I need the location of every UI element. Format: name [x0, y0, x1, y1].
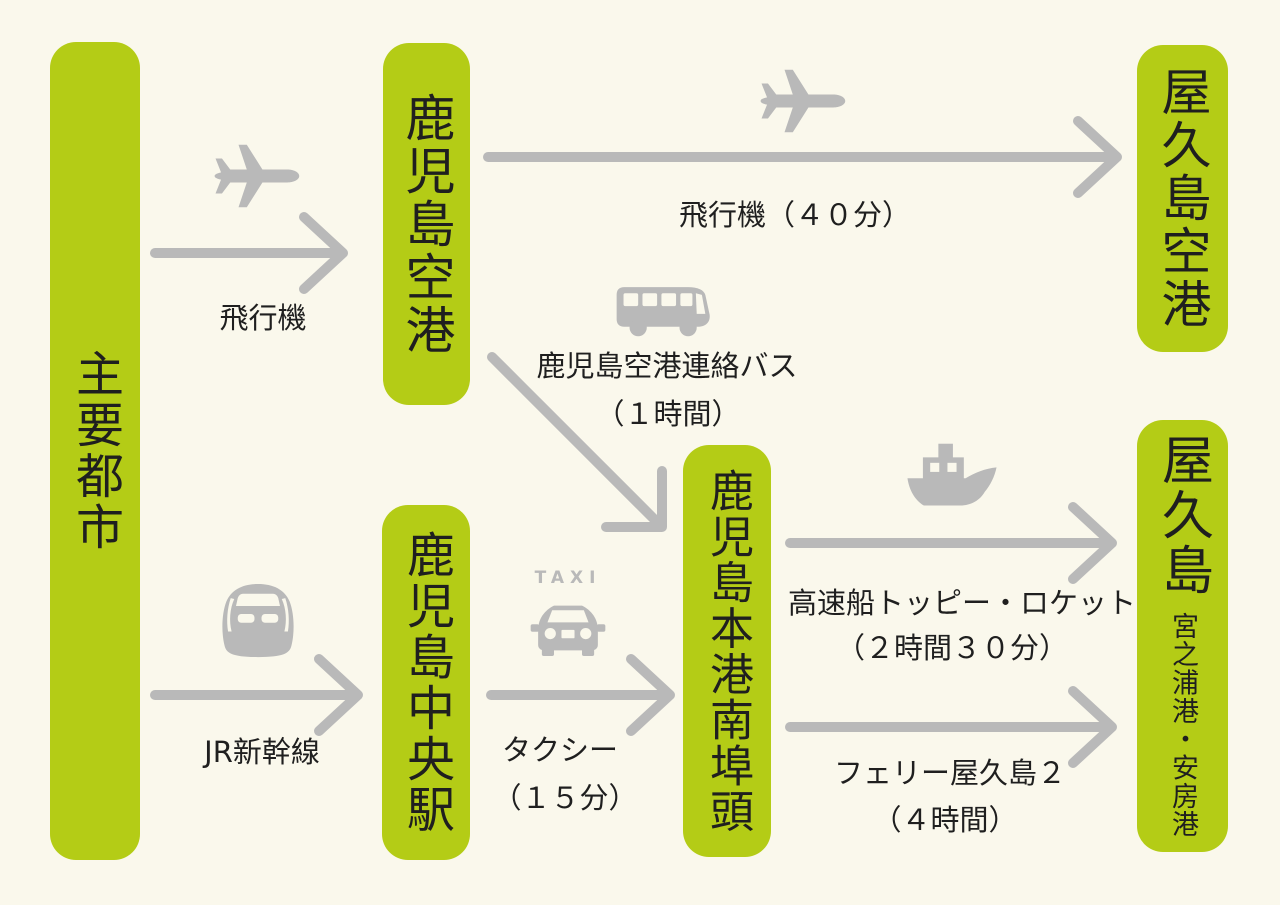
node-kagoshima-chuo-station: 鹿児島中央駅 [382, 505, 470, 860]
bus-icon [616, 287, 710, 337]
taxi-sign-label: TAXI [534, 568, 602, 588]
node-yakushima-label: 屋久島 [1152, 432, 1213, 599]
arrow-ferry [785, 686, 1117, 768]
label-flight-to-kagoshima: 飛行機 [219, 301, 307, 335]
label-ferry: フェリー屋久島２ [833, 756, 1067, 790]
arrow-airport-bus [487, 352, 667, 532]
node-major-cities: 主要都市 [50, 42, 140, 860]
label-ferry-duration: （４時間） [872, 803, 1018, 837]
arrow-flight-to-yakushima [483, 116, 1122, 198]
label-airport-bus-duration: （１時間） [595, 397, 741, 431]
airplane-icon [214, 144, 300, 208]
node-yakushima-airport-label: 屋久島空港 [1153, 66, 1212, 331]
airplane-icon [760, 69, 846, 133]
node-kagoshima-airport: 鹿児島空港 [383, 43, 470, 405]
label-highspeed-boat: 高速船トッピー・ロケット [787, 586, 1137, 620]
label-taxi-duration: （１５分） [492, 781, 638, 815]
label-shinkansen: JR新幹線 [204, 735, 320, 769]
node-kagoshima-port: 鹿児島本港南埠頭 [683, 445, 771, 857]
node-yakushima-airport: 屋久島空港 [1137, 45, 1228, 352]
node-yakushima-sublabel: 宮之浦港・安房港 [1167, 612, 1198, 840]
taxi-icon [530, 605, 606, 656]
arrow-taxi [486, 654, 675, 736]
shinkansen-icon [222, 584, 294, 658]
node-kagoshima-port-label: 鹿児島本港南埠頭 [702, 467, 753, 835]
arrow-flight-to-kagoshima [150, 212, 348, 294]
node-kagoshima-chuo-station-label: 鹿児島中央駅 [398, 529, 454, 836]
arrow-highspeed-boat [785, 502, 1117, 584]
node-yakushima: 屋久島 宮之浦港・安房港 [1137, 420, 1228, 852]
label-flight-to-yakushima: 飛行機（４０分） [678, 198, 912, 232]
label-highspeed-boat-duration: （２時間３０分） [835, 631, 1069, 665]
label-airport-bus: 鹿児島空港連絡バス [536, 349, 798, 383]
node-major-cities-label: 主要都市 [67, 349, 123, 553]
label-taxi: タクシー [501, 733, 619, 767]
node-kagoshima-airport-label: 鹿児島空港 [397, 91, 456, 357]
ship-icon [907, 443, 997, 506]
arrow-shinkansen [150, 654, 363, 736]
